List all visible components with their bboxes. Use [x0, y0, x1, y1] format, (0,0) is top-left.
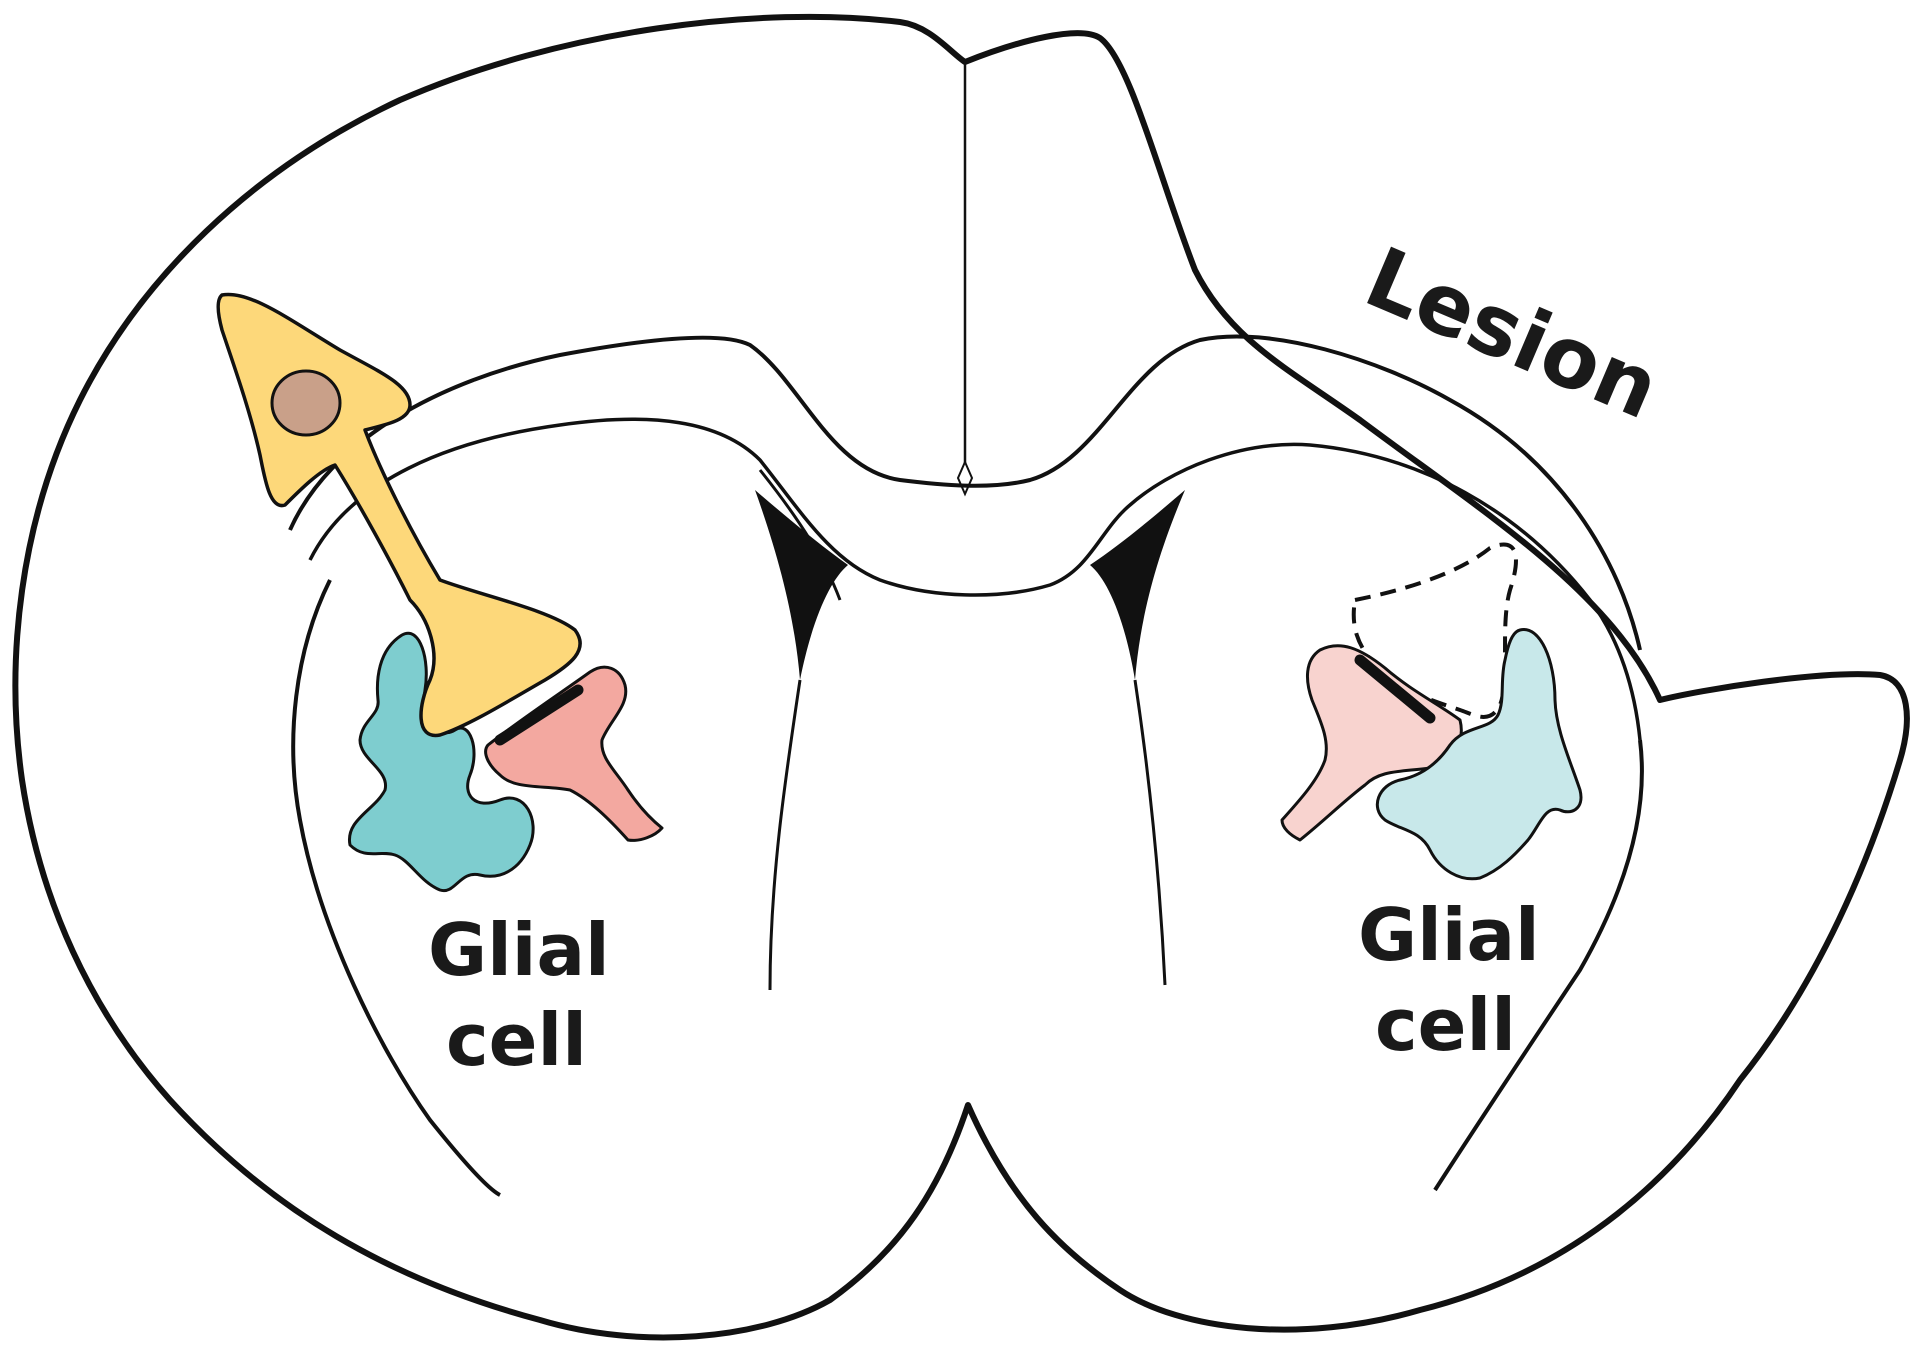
lesion-label: Lesion [1352, 228, 1673, 438]
glial-left-label-line2: cell [446, 998, 587, 1082]
glial-left-label-line1: Glial [428, 908, 610, 992]
neuron-nucleus [272, 371, 340, 435]
glial-right-label-line2: cell [1375, 983, 1516, 1067]
glial-right-label-line1: Glial [1358, 893, 1540, 977]
